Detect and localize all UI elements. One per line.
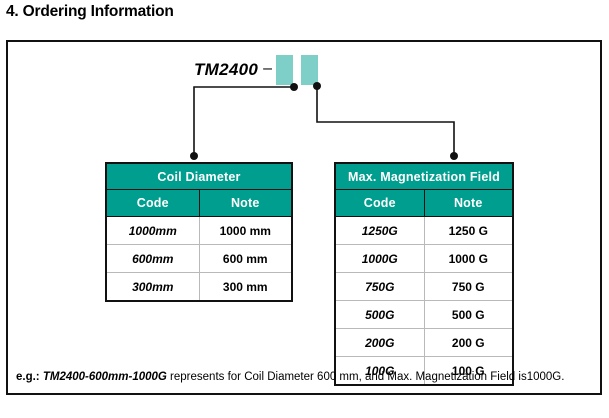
table-row: 750G 750 G <box>336 272 512 301</box>
example-value: 1000G. <box>526 371 565 383</box>
cell-note: 200 G <box>423 328 512 357</box>
cell-code: 500G <box>336 300 424 329</box>
cell-note: 1000 mm <box>198 216 291 245</box>
part-number-base: TM2400 <box>194 60 259 79</box>
example-note: e.g.: TM2400-600mm-1000G represents for … <box>16 370 596 385</box>
table-row: 100G 100 G <box>336 356 512 384</box>
connector-line-coil-diameter <box>193 86 294 156</box>
cell-code: 1250G <box>336 216 424 245</box>
code-slot-coil-diameter <box>276 55 294 85</box>
table-row: 1250G 1250 G <box>336 216 512 245</box>
part-number-row: TM2400 – <box>194 52 319 88</box>
table-row: 500G 500 G <box>336 300 512 329</box>
code-slot-magnetization-field <box>301 55 319 85</box>
cell-note: 1000 G <box>423 244 512 273</box>
cell-note: 1250 G <box>423 216 512 245</box>
table-magnetization-field: Max. Magnetization Field Code Note 1250G… <box>334 162 514 386</box>
connector-dot-coil-diameter <box>190 152 198 160</box>
example-description: represents for Coil Diameter 600 mm, and… <box>166 371 527 383</box>
connector-lines <box>190 82 458 160</box>
table-row: 300mm 300 mm <box>107 272 291 300</box>
table-title-row: Coil Diameter <box>107 164 291 190</box>
cell-note: 300 mm <box>198 272 291 300</box>
column-header-code: Code <box>336 189 424 217</box>
table-coil-diameter: Coil Diameter Code Note 1000mm 1000 mm 6… <box>105 162 293 302</box>
ordering-information-panel: TM2400 – Coil Diameter Code Note <box>6 40 602 395</box>
cell-code: 300mm <box>132 279 174 294</box>
table-row: 1000mm 1000 mm <box>107 216 291 245</box>
example-lead: e.g.: <box>16 371 40 383</box>
connector-line-magnetization-field <box>316 86 455 156</box>
table-header-row: Code Note <box>336 189 512 217</box>
cell-code: 1000G <box>336 244 424 273</box>
table-row: 1000G 1000 G <box>336 244 512 273</box>
cell-note: 750 G <box>423 272 512 301</box>
cell-code: 100G <box>365 363 395 378</box>
column-header-code: Code <box>107 189 199 217</box>
cell-code: 1000mm <box>107 216 199 245</box>
cell-note: 500 G <box>423 300 512 329</box>
table-row: 600mm 600 mm <box>107 244 291 273</box>
cell-code: 750G <box>336 272 424 301</box>
cell-code: 600mm <box>107 244 199 273</box>
table-header-row: Code Note <box>107 189 291 217</box>
column-header-note: Note <box>198 189 291 217</box>
part-number-dash: – <box>263 60 273 77</box>
connector-dot-magnetization-field <box>450 152 458 160</box>
cell-note: 600 mm <box>198 244 291 273</box>
column-header-note: Note <box>423 189 512 217</box>
page-title: 4. Ordering Information <box>6 3 174 20</box>
example-part-number: TM2400-600mm-1000G <box>42 371 167 383</box>
table-title-coil-diameter: Coil Diameter <box>107 164 291 190</box>
cell-code: 200G <box>336 328 424 357</box>
cell-note: 100 G <box>423 356 512 384</box>
table-title-row: Max. Magnetization Field <box>336 164 512 190</box>
table-title-magnetization-field: Max. Magnetization Field <box>336 164 512 190</box>
table-row: 200G 200 G <box>336 328 512 357</box>
